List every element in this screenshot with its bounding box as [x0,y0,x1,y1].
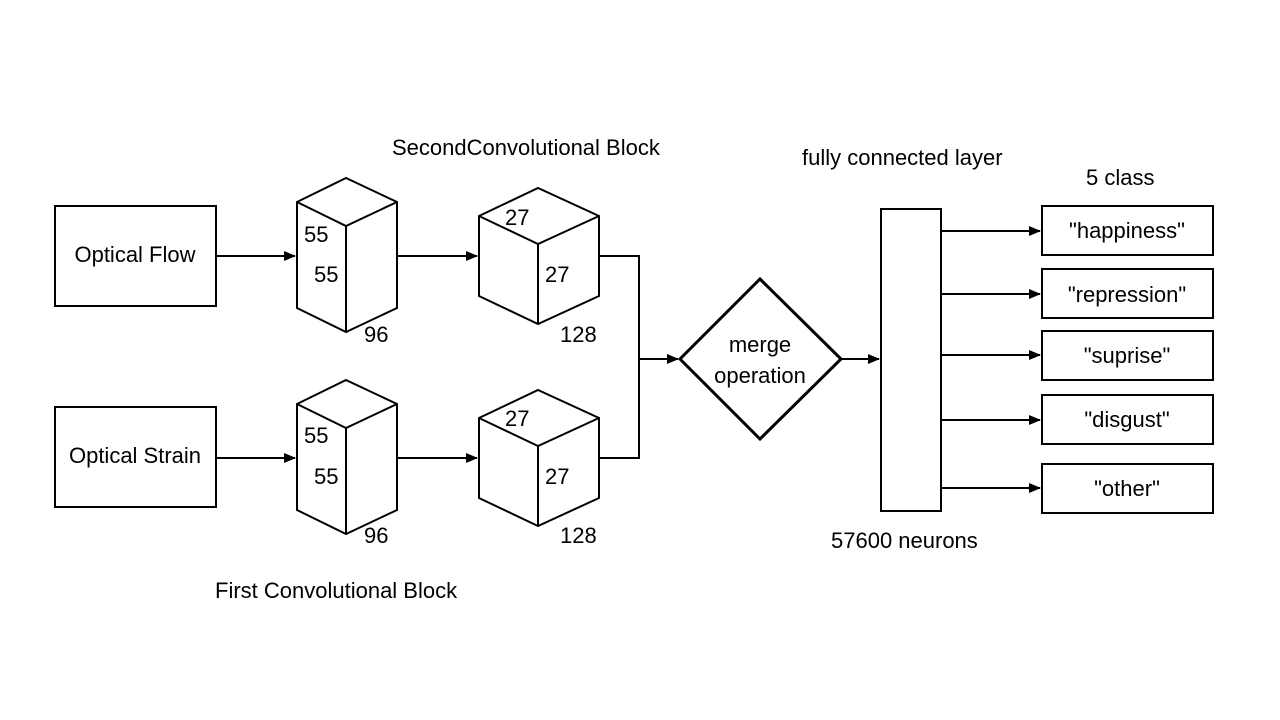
class-box-other: "other" [941,463,1214,514]
class-box-suprise: "suprise" [941,330,1214,381]
optical-flow-label: Optical Flow [74,242,195,267]
connector-bottom-to-merge [599,359,640,459]
bottom-first-side-dim: 55 [314,464,338,489]
connector-top-to-merge [599,255,640,359]
top-second-conv-cube: 27 27 128 [478,186,600,347]
class-label: "suprise" [1084,343,1171,368]
class-label: "other" [1094,476,1160,501]
classes-title: 5 class [1086,165,1154,190]
class-box-disgust: "disgust" [941,394,1214,445]
top-first-conv-cube: 55 55 96 [296,176,398,347]
top-second-depth-dim: 128 [560,322,597,347]
class-box-happiness: "happiness" [941,205,1214,256]
fc-title: fully connected layer [802,145,1003,170]
bottom-second-top-dim: 27 [505,406,529,431]
merge-operation-node: merge operation [677,276,844,442]
top-second-top-dim: 27 [505,205,529,230]
bottom-second-side-dim: 27 [545,464,569,489]
class-label: "repression" [1068,282,1186,307]
top-first-side-dim: 55 [314,262,338,287]
optical-strain-box: Optical Strain [54,406,217,508]
bottom-first-conv-cube: 55 55 96 [296,378,398,548]
first-block-title: First Convolutional Block [215,578,458,603]
optical-strain-label: Optical Strain [69,443,201,468]
merge-label-line1: merge [729,332,791,357]
class-box-repression: "repression" [941,268,1214,319]
bottom-first-depth-dim: 96 [364,523,388,548]
optical-flow-box: Optical Flow [54,205,217,307]
top-first-front-dim: 55 [304,222,328,247]
fc-neuron-count: 57600 neurons [831,528,978,553]
second-block-title: SecondConvolutional Block [392,135,661,160]
top-first-depth-dim: 96 [364,322,388,347]
class-label: "disgust" [1084,407,1169,432]
fully-connected-layer [880,208,942,512]
bottom-first-front-dim: 55 [304,423,328,448]
top-second-side-dim: 27 [545,262,569,287]
merge-label-line2: operation [714,363,806,388]
bottom-second-depth-dim: 128 [560,523,597,548]
bottom-second-conv-cube: 27 27 128 [478,388,600,548]
class-label: "happiness" [1069,218,1185,243]
